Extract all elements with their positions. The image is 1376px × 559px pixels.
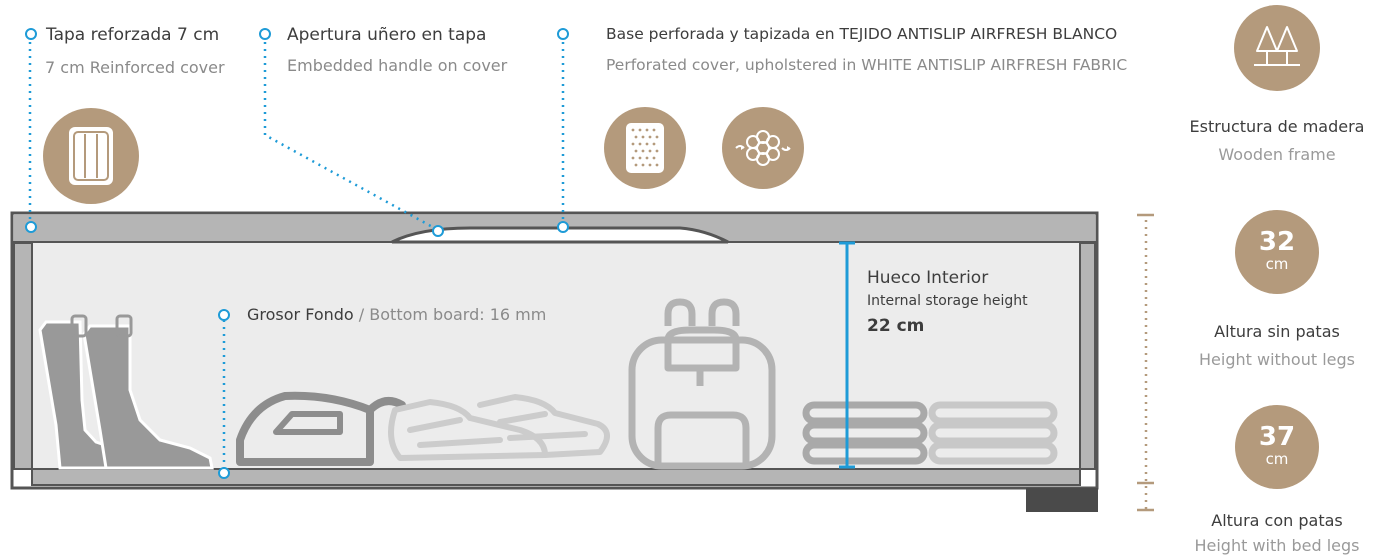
- sneakers-icon: [388, 394, 610, 461]
- base-label-es: Base perforada y tapizada en TEJIDO ANTI…: [606, 25, 1118, 43]
- wooden-frame-label-en: Wooden frame: [1218, 145, 1336, 164]
- wooden-frame-badge: [1234, 5, 1320, 91]
- interior-height-dimension: [839, 241, 855, 469]
- height-legs-label-en: Height with bed legs: [1194, 536, 1360, 555]
- base-label-en: Perforated cover, upholstered in WHITE A…: [606, 56, 1128, 74]
- towels-icon: [802, 401, 1058, 465]
- bottom-board-label-es: Grosor Fondo: [247, 305, 354, 324]
- iron-icon: [236, 391, 406, 466]
- height-no-legs-measure: 32 cm: [1235, 229, 1319, 272]
- leader-lines: [28, 42, 565, 472]
- callout-dot-bottom: [218, 309, 230, 321]
- interior-height-value: 22 cm: [867, 316, 925, 336]
- wooden-frame-label-es: Estructura de madera: [1189, 117, 1365, 136]
- boots-icon: [38, 314, 214, 470]
- cover-label-en: 7 cm Reinforced cover: [45, 58, 225, 77]
- height-legs-measure: 37 cm: [1235, 424, 1319, 467]
- callout-dot-cover: [25, 28, 37, 40]
- airflow-flower-icon: [735, 130, 791, 166]
- airfresh-badge: [722, 107, 804, 189]
- callout-dot-cover-end: [25, 221, 37, 233]
- perforated-base-badge: [604, 107, 686, 189]
- height-legs-value: 37: [1258, 422, 1296, 452]
- reinforced-cover-icon: [69, 127, 113, 185]
- total-height-indicator: [1137, 213, 1154, 512]
- handle-label-es: Apertura uñero en tapa: [287, 25, 487, 45]
- backpack-icon: [628, 298, 776, 470]
- reinforced-cover-badge: [43, 108, 139, 204]
- height-legs-badge: 37 cm: [1235, 405, 1319, 489]
- bottom-board-label: Grosor Fondo / Bottom board: 16 mm: [247, 305, 546, 324]
- height-no-legs-unit: cm: [1265, 255, 1289, 273]
- callout-dot-base: [557, 28, 569, 40]
- callout-dot-bottom-end: [218, 467, 230, 479]
- height-legs-unit: cm: [1265, 450, 1289, 468]
- interior-label-es: Hueco Interior: [867, 268, 989, 288]
- perforated-panel-icon: [626, 123, 664, 173]
- height-no-legs-badge: 32 cm: [1235, 210, 1319, 294]
- bottom-board-separator: /: [353, 305, 370, 324]
- interior-label-en: Internal storage height: [867, 293, 1028, 309]
- height-no-legs-label-en: Height without legs: [1199, 350, 1355, 369]
- handle-label-en: Embedded handle on cover: [287, 56, 508, 75]
- cover-label-es: Tapa reforzada 7 cm: [46, 25, 220, 45]
- callout-dot-base-end: [557, 221, 569, 233]
- interior-height-label: Hueco Interior Internal storage height 2…: [867, 268, 1028, 336]
- bottom-board-label-en: Bottom board: 16 mm: [369, 305, 547, 324]
- bed-frame: [10, 211, 1099, 512]
- height-legs-label-es: Altura con patas: [1211, 511, 1343, 530]
- height-no-legs-label-es: Altura sin patas: [1214, 322, 1340, 341]
- height-no-legs-value: 32: [1258, 227, 1296, 257]
- callout-dot-handle: [259, 28, 271, 40]
- trees-icon: [1254, 26, 1300, 66]
- callout-dot-handle-end: [432, 225, 444, 237]
